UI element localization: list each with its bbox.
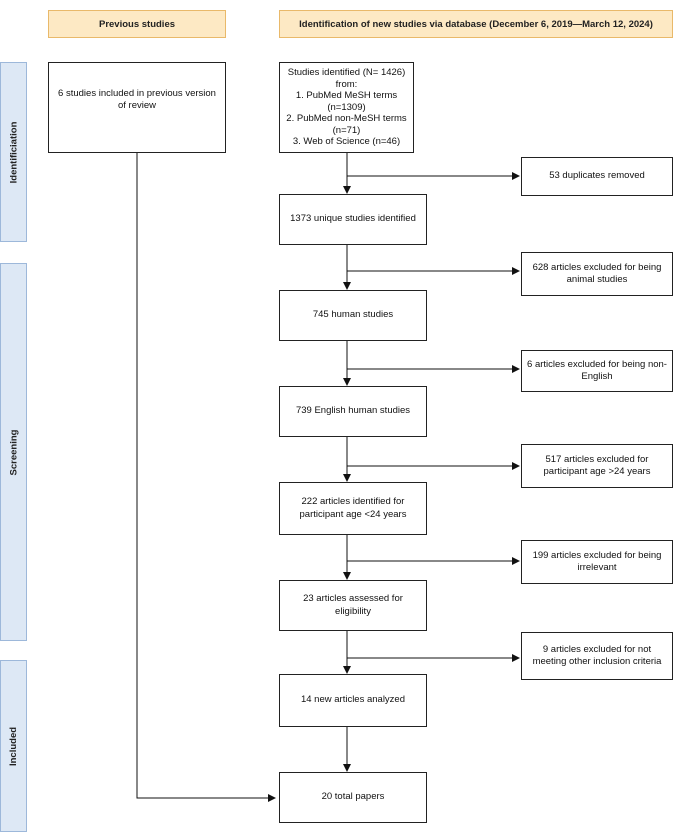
phase-included: Included [0, 660, 27, 832]
irrelevant-excluded-box: 199 articles excluded for being irreleva… [521, 540, 673, 584]
other-criteria-excluded-box: 9 articles excluded for not meeting othe… [521, 632, 673, 680]
age-excluded-box: 517 articles excluded for participant ag… [521, 444, 673, 488]
previous-studies-box: 6 studies included in previous version o… [48, 62, 226, 153]
unique-studies-box: 1373 unique studies identified [279, 194, 427, 245]
header-new-studies: Identification of new studies via databa… [279, 10, 673, 38]
identified-line-pubmed-nonmesh-count: (n=71) [332, 124, 361, 136]
identified-line-pubmed-mesh: 1. PubMed MeSH terms [295, 90, 398, 102]
english-human-studies-box: 739 English human studies [279, 386, 427, 437]
human-studies-box: 745 human studies [279, 290, 427, 341]
header-previous-studies: Previous studies [48, 10, 226, 38]
duplicates-removed-box: 53 duplicates removed [521, 157, 673, 196]
identified-line-pubmed-nonmesh: 2. PubMed non-MeSH terms [286, 113, 407, 125]
phase-screening: Screening [0, 263, 27, 641]
identified-line-web-of-science: 3. Web of Science (n=46) [292, 136, 401, 148]
identified-line-total: Studies identified (N= 1426) [287, 66, 406, 78]
identified-line-from: from: [335, 78, 358, 90]
studies-identified-box: Studies identified (N= 1426) from: 1. Pu… [279, 62, 414, 153]
previous-studies-text: 6 studies included in previous version o… [58, 88, 216, 112]
new-articles-analyzed-box: 14 new articles analyzed [279, 674, 427, 727]
identified-line-pubmed-mesh-count: (n=1309) [327, 101, 366, 113]
phase-identification: Identificiation [0, 62, 27, 242]
total-papers-box: 20 total papers [279, 772, 427, 823]
age-identified-box: 222 articles identified for participant … [279, 482, 427, 535]
animal-excluded-box: 628 articles excluded for being animal s… [521, 252, 673, 296]
arrow-previous-to-total [136, 153, 276, 802]
non-english-excluded-box: 6 articles excluded for being non-Englis… [521, 350, 673, 392]
eligibility-assessed-box: 23 articles assessed for eligibility [279, 580, 427, 631]
